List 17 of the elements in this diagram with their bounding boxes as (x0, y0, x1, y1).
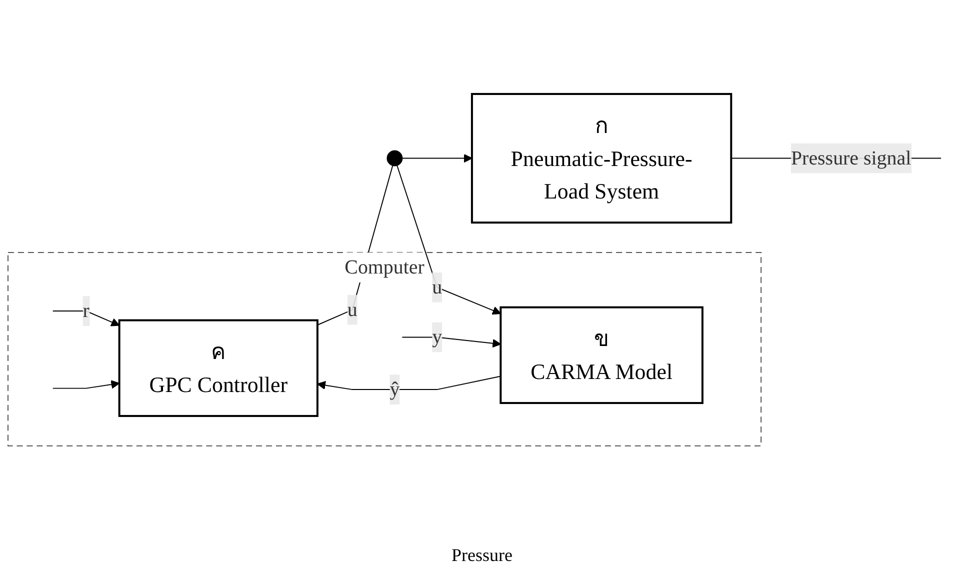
arrow (396, 164, 502, 315)
edge-label: u (432, 276, 442, 298)
node-box: ค GPC Controller (118, 319, 318, 418)
node-circle (386, 150, 403, 166)
arrow (402, 154, 472, 163)
edge-label: ŷ (390, 378, 400, 401)
edge-label: Pressure signal (790, 147, 912, 170)
arrow (52, 310, 120, 326)
node-box: ก Pneumatic-Pressure-Load System (470, 93, 732, 224)
node-box: ข CARMA Model (500, 306, 704, 404)
arrow (317, 376, 502, 390)
arrow (52, 380, 120, 389)
note-text: Pressure (452, 545, 512, 565)
edge-label: r (82, 300, 90, 322)
arrow (402, 336, 502, 348)
edge-label: y (432, 326, 442, 348)
edge-label: u (347, 298, 358, 321)
